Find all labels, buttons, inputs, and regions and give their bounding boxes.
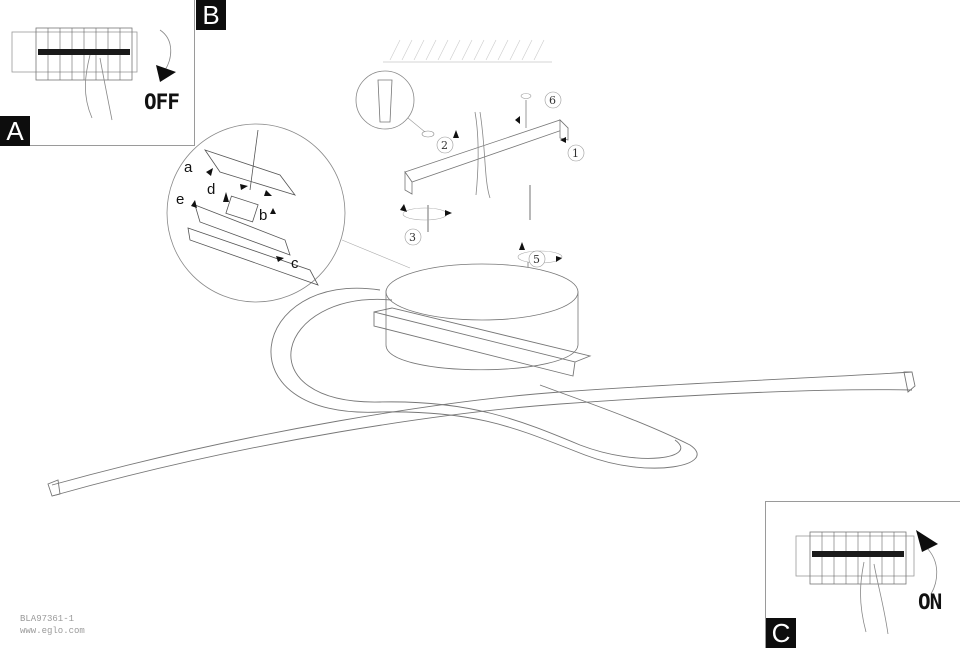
- wiring-detail-circle: [166, 123, 346, 303]
- wall-plug-detail: [355, 70, 415, 130]
- panel-c-switch-on: ON C: [765, 501, 960, 648]
- wire-label-c: c: [291, 255, 299, 272]
- step-2-label: 2: [441, 139, 448, 152]
- canopy: [385, 263, 579, 371]
- ceiling-hatch: [383, 39, 552, 63]
- arrow-up-icon: [916, 530, 938, 552]
- step-6-label: 6: [549, 94, 556, 107]
- panel-c-tag: C: [766, 618, 796, 648]
- wiring-letters: a b c d e: [176, 159, 299, 272]
- document-code: BLA97361-1: [20, 614, 75, 624]
- wiring-arrows: [191, 168, 284, 262]
- breaker-box-illustration: [795, 530, 938, 635]
- breaker-box-illustration: [11, 27, 176, 121]
- bracket-arrows: [400, 98, 566, 262]
- panel-b-switch-off: B OFF: [0, 0, 226, 146]
- website-link[interactable]: www.eglo.com: [20, 626, 85, 636]
- step-1-label: 1: [572, 147, 579, 160]
- step-3-label: 3: [409, 231, 416, 244]
- wire-label-b: b: [259, 207, 267, 224]
- wire-label-d: d: [207, 181, 215, 198]
- wire-label-e: e: [176, 191, 184, 208]
- mounting-bracket: [404, 119, 569, 195]
- arrow-down-icon: [156, 65, 176, 82]
- switch-on-label: ON: [918, 590, 942, 614]
- luminaire-arms: [47, 287, 916, 497]
- panel-b-tag: B: [196, 0, 226, 30]
- panel-a-tag: A: [0, 116, 30, 146]
- wire-label-a: a: [184, 159, 193, 176]
- terminal-block: [187, 129, 319, 286]
- switch-off-label: OFF: [144, 90, 180, 114]
- step-5-label: 5: [533, 253, 540, 266]
